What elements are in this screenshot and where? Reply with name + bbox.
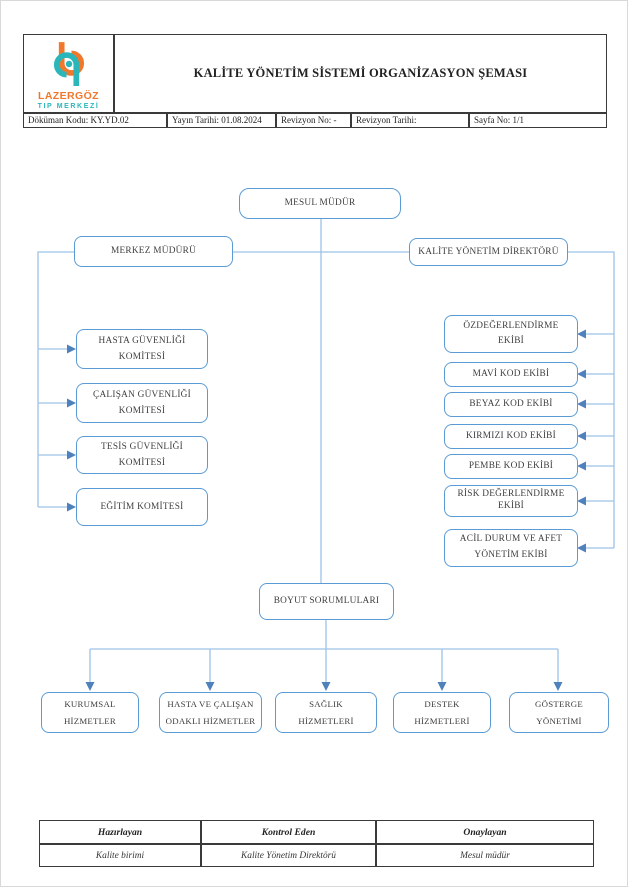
approval-header-onaylayan: Onaylayan — [376, 820, 594, 844]
org-node-mavi-kod-ekibi: MAVİ KOD EKİBİ — [444, 362, 578, 387]
org-node-boyut-sorumlulari: BOYUT SORUMLULARI — [259, 583, 394, 620]
lazergoz-eye-icon — [53, 42, 84, 86]
page-title: KALİTE YÖNETİM SİSTEMİ ORGANİZASYON ŞEMA… — [193, 66, 528, 80]
meta-publish-date: Yayın Tarihi: 01.08.2024 — [167, 113, 276, 128]
meta-revision-date: Revizyon Tarihi: — [351, 113, 469, 128]
org-node-hasta-calisan-odakli-hizmetler: HASTA VE ÇALIŞAN ODAKLI HİZMETLER — [159, 692, 262, 733]
org-node-beyaz-kod-ekibi: BEYAZ KOD EKİBİ — [444, 392, 578, 417]
logo-name: LAZERGÖZ — [38, 90, 99, 102]
org-node-tesis-guvenligi-komitesi: TESİS GÜVENLİĞİ KOMİTESİ — [76, 436, 208, 474]
meta-doc-code: Döküman Kodu: KY.YD.02 — [23, 113, 167, 128]
org-node-ozdegerlendirme-ekibi: ÖZDEĞERLENDİRME EKİBİ — [444, 315, 578, 353]
org-node-mesul-mudur: MESUL MÜDÜR — [239, 188, 401, 219]
meta-revision-no: Revizyon No: - — [276, 113, 351, 128]
approval-value-mesul-mudur: Mesul müdür — [376, 844, 594, 867]
org-node-gosterge-yonetimi: GÖSTERGE YÖNETİMİ — [509, 692, 609, 733]
org-node-merkez-muduru: MERKEZ MÜDÜRÜ — [74, 236, 233, 267]
org-node-hasta-guvenligi-komitesi: HASTA GÜVENLİĞİ KOMİTESİ — [76, 329, 208, 369]
org-node-kurumsal-hizmetler: KURUMSAL HİZMETLER — [41, 692, 139, 733]
org-node-kirmizi-kod-ekibi: KIRMIZI KOD EKİBİ — [444, 424, 578, 449]
org-node-kalite-yonetim-direktoru: KALİTE YÖNETİM DİREKTÖRÜ — [409, 238, 568, 266]
approval-header-kontrol-eden: Kontrol Eden — [201, 820, 376, 844]
org-node-destek-hizmetleri: DESTEK HİZMETLERİ — [393, 692, 491, 733]
org-node-risk-degerlendirme-ekibi: RİSK DEĞERLENDİRME EKİBİ — [444, 485, 578, 517]
approval-header-hazirlayan: Hazırlayan — [39, 820, 201, 844]
document-title-cell: KALİTE YÖNETİM SİSTEMİ ORGANİZASYON ŞEMA… — [114, 34, 607, 113]
logo-subtitle: TIP MERKEZİ — [37, 103, 100, 110]
approval-value-kalite-yonetim-direktoru: Kalite Yönetim Direktörü — [201, 844, 376, 867]
org-node-saglik-hizmetleri: SAĞLIK HİZMETLERİ — [275, 692, 377, 733]
org-node-egitim-komitesi: EĞİTİM KOMİTESİ — [76, 488, 208, 526]
logo: LAZERGÖZ TIP MERKEZİ — [23, 34, 114, 113]
org-node-calisan-guvenligi-komitesi: ÇALIŞAN GÜVENLİĞİ KOMİTESİ — [76, 383, 208, 423]
org-node-pembe-kod-ekibi: PEMBE KOD EKİBİ — [444, 454, 578, 479]
approval-value-kalite-birimi: Kalite birimi — [39, 844, 201, 867]
org-node-acil-durum-afet-ekibi: ACİL DURUM VE AFET YÖNETİM EKİBİ — [444, 529, 578, 567]
meta-page-no: Sayfa No: 1/1 — [469, 113, 607, 128]
